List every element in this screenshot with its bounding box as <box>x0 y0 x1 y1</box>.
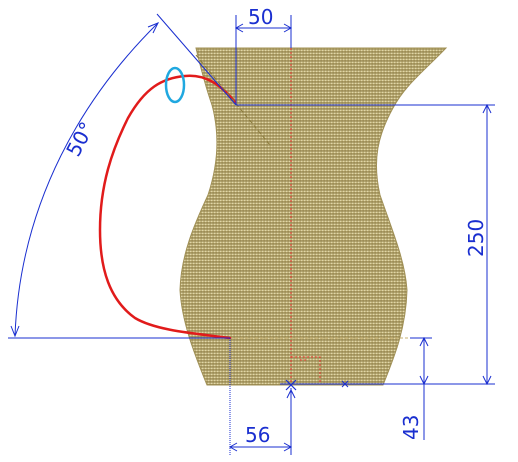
dimension-height-250-label: 250 <box>464 219 488 257</box>
handle-sketch-curve[interactable] <box>98 74 237 340</box>
cross-icon <box>285 379 297 399</box>
dimension-base-43-label: 43 <box>399 415 423 440</box>
construction-rect <box>291 356 321 384</box>
selection-marker-ellipse[interactable] <box>164 66 186 104</box>
dimension-bottom-56[interactable]: 56 <box>228 338 293 455</box>
dimension-top-width-label: 50 <box>248 5 273 29</box>
dimension-height-250[interactable]: 250 <box>464 103 492 386</box>
small-cross-icon <box>341 380 349 388</box>
dimension-angle-label: 50° <box>61 118 99 161</box>
tangent-construction-line <box>195 54 271 146</box>
vase-body[interactable] <box>179 47 448 386</box>
dimension-top-width[interactable]: 50 <box>234 5 293 105</box>
dimension-bottom-56-label: 56 <box>245 423 270 447</box>
dimension-base-43[interactable]: 43 <box>399 336 432 440</box>
